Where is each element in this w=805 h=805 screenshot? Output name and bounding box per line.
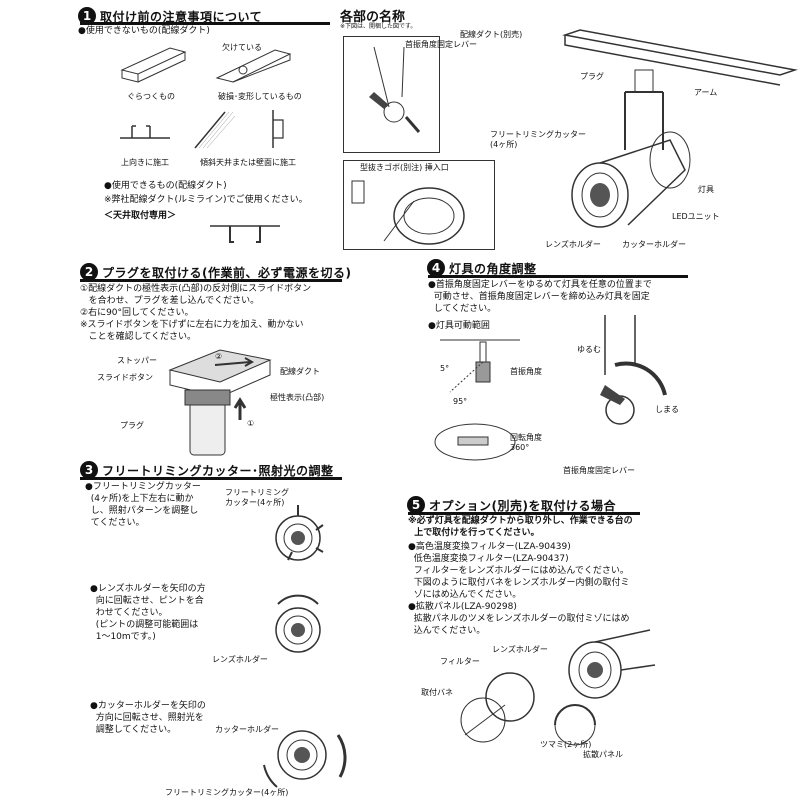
plug-label: プラグ <box>580 72 604 81</box>
filter-label: フィルター <box>440 657 480 666</box>
section-title: プラグを取付ける(作業前、必ず電源を切る) <box>102 265 352 280</box>
tighten-label: しまる <box>655 405 679 414</box>
section-title: オプション(別売)を取付ける場合 <box>429 498 616 513</box>
damaged-label: 破損･変形しているもの <box>218 92 302 101</box>
duct-wobbly-illustration <box>120 47 187 83</box>
section-underline <box>80 477 342 480</box>
lever-detail-box <box>343 36 440 153</box>
cutter-adjust-illustration <box>275 505 324 561</box>
rotation-angle-label: 回転角度 360° <box>510 433 542 452</box>
loosen-label: ゆるむ <box>577 345 601 354</box>
movable-range-label: ●灯具可動範囲 <box>428 321 490 331</box>
deg-95-label: 95° <box>453 397 468 406</box>
duct-label: 配線ダクト(別売) <box>460 30 523 39</box>
section-underline <box>428 275 688 278</box>
usable-heading: ●使用できるもの(配線ダクト) <box>104 181 227 191</box>
section-title: 取付け前の注意事項について <box>100 9 263 24</box>
lens-holder-label: レンズホルダー <box>545 240 601 249</box>
section-underline <box>408 512 640 515</box>
led-unit-label: LEDユニット <box>672 212 720 221</box>
cutter-caption-bottom: フリートリミングカッター(4ヶ所) <box>165 788 289 797</box>
arm-label: アーム <box>694 88 718 97</box>
duct-label: 配線ダクト <box>280 367 320 376</box>
section-title: 灯具の角度調整 <box>449 261 537 276</box>
lens-holder-instructions: ●レンズホルダーを矢印の方 向に回転させ、ピントを合 わせてください。 (ピント… <box>90 584 206 642</box>
plug-label: プラグ <box>120 421 144 430</box>
unusable-heading: ●使用できないもの(配線ダクト) <box>78 26 210 36</box>
duct-damaged-illustration <box>215 49 292 83</box>
option-install-illustration <box>460 629 656 746</box>
section-number: 5 <box>407 496 425 514</box>
lever-label: 首振角度固定レバー <box>563 466 635 475</box>
angle-instructions: ●首振角度固定レバーをゆるめて灯具を任意の位置まで 可動させ、首振角度固定レバー… <box>428 280 652 314</box>
polarity-label: 極性表示(凸部) <box>270 393 325 402</box>
swing-angle-label: 首振角度 <box>510 367 542 376</box>
gobo-detail-box <box>343 160 495 250</box>
section-3-header: 3 フリートリミングカッター･照射光の調整 <box>80 460 334 480</box>
option-warning: ※必ず灯具を配線ダクトから取り外し、作業できる台の 上で取付けを行ってください。 <box>408 516 633 538</box>
step-1-marker: ① <box>247 419 255 428</box>
cutter-holder-instructions: ●カッターホルダーを矢印の 方向に回転させ、照射光を 調整してください。 <box>90 701 206 735</box>
plug-instructions: ①配線ダクトの極性表示(凸部)の反対側にスライドボタン を合わせ、プラグを差し込… <box>80 284 312 342</box>
chipped-label: 欠けている <box>222 43 262 52</box>
section-number: 1 <box>78 7 96 25</box>
fixture-illustration <box>571 69 691 228</box>
slanted-label: 傾斜天井または壁面に施工 <box>200 158 296 167</box>
usable-note: ※弊社配線ダクト(ルミライン)でご使用ください。 <box>104 195 308 205</box>
tab-label: ツマミ(2ヶ所) <box>540 740 592 749</box>
cutter-instructions: ●フリートリミングカッター (4ヶ所)を上下左右に動か し、照射パターンを調整し… <box>85 482 201 528</box>
cutter-caption: フリートリミング カッター(4ヶ所) <box>225 488 289 507</box>
lever-adjust-illustration <box>600 315 667 425</box>
step-2-marker: ② <box>215 352 223 361</box>
upward-label: 上向きに施工 <box>121 158 169 167</box>
diffusion-panel-label: 拡散パネル <box>583 750 623 759</box>
section-title: フリートリミングカッター･照射光の調整 <box>102 463 334 478</box>
section-5-header: 5 オプション(別売)を取付ける場合 <box>407 495 616 515</box>
slide-button-label: スライドボタン <box>97 373 153 382</box>
cutter-label: フリートリミングカッター (4ヶ所) <box>490 130 586 149</box>
section-2-header: 2 プラグを取付ける(作業前、必ず電源を切る) <box>80 262 351 282</box>
section-number: 4 <box>427 259 445 277</box>
upward-install-illustration <box>120 125 170 139</box>
section-underline <box>80 22 330 25</box>
parts-note: ※下図は、開梱した図です。 <box>340 23 417 30</box>
section-1-header: 1 取付け前の注意事項について <box>78 6 262 26</box>
section-number: 3 <box>80 461 98 479</box>
parts-title: 各部の名称 <box>340 10 406 25</box>
gobo-label: 型抜きゴボ(別注) 挿入口 <box>360 163 449 172</box>
cutter-holder-caption: カッターホルダー <box>215 725 279 734</box>
lens-holder-adjust-illustration <box>275 594 321 653</box>
lever-label: 首振角度固定レバー <box>405 40 477 49</box>
wobbly-label: ぐらつくもの <box>127 92 175 101</box>
range-diagram <box>434 339 520 461</box>
section-underline <box>80 279 342 282</box>
filter-instructions: ●高色温度変換フィルター(LZA-90439) 低色温度変換フィルター(LZA-… <box>408 542 630 600</box>
slanted-install-illustration <box>194 110 284 149</box>
cutter-holder-adjust-illustration <box>263 730 347 788</box>
duct-rail-illustration <box>562 29 798 86</box>
section-number: 2 <box>80 263 98 281</box>
lens-holder-caption: レンズホルダー <box>212 655 268 664</box>
deg-5-label: 5° <box>440 364 450 373</box>
spring-label: 取付バネ <box>421 688 453 697</box>
usable-duct-illustration <box>210 225 280 243</box>
plug-install-illustration <box>168 349 272 456</box>
stopper-label: ストッパー <box>117 356 157 365</box>
fixture-label: 灯具 <box>698 185 714 194</box>
cutter-holder-label: カッターホルダー <box>622 240 686 249</box>
ceiling-only-label: ＜天井取付専用＞ <box>104 211 177 221</box>
lens-holder-label: レンズホルダー <box>492 645 548 654</box>
section-4-header: 4 灯具の角度調整 <box>427 258 537 278</box>
diffusion-panel-instructions: ●拡散パネル(LZA-90298) 拡散パネルのツメをレンズホルダーの取付ミゾに… <box>408 602 630 636</box>
